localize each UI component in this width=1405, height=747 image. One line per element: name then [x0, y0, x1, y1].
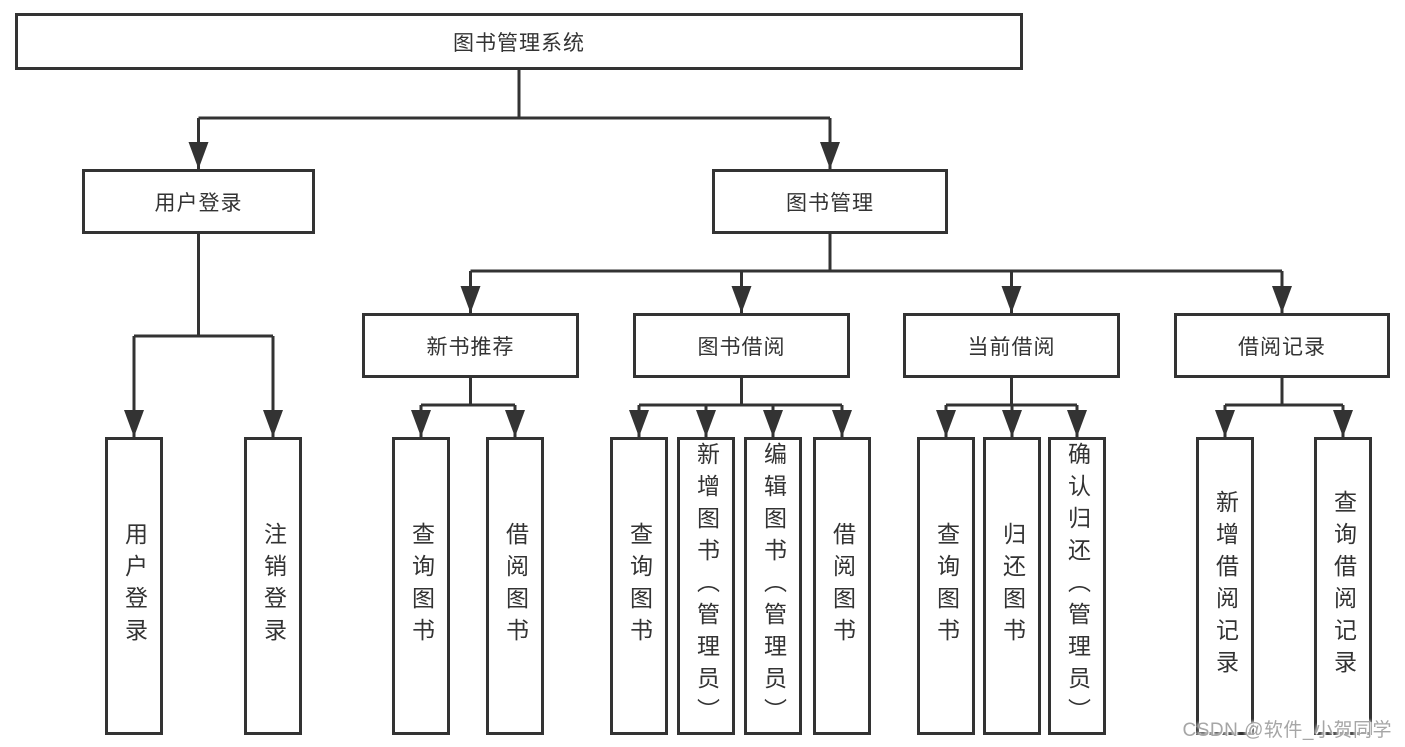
leaf-edit-books-admin: 编辑图书（管理员）: [744, 437, 802, 735]
arrowhead: [832, 410, 852, 437]
leaf-return-books: 归还图书: [983, 437, 1041, 735]
arrowhead: [763, 410, 783, 437]
csdn-watermark: CSDN @软件_小贺同学: [1182, 720, 1392, 741]
leaf-logout: 注销登录: [244, 437, 302, 735]
node-book-borrowing: 图书借阅: [633, 313, 850, 378]
connector-group1-to-leaves: [419, 378, 517, 437]
arrowhead: [1002, 410, 1022, 437]
leaf-recommend-borrow-books: 借阅图书: [486, 437, 544, 735]
leaf-borrow-query-books: 查询图书: [610, 437, 668, 735]
leaf-add-books-admin: 新增图书（管理员）: [677, 437, 735, 735]
connector-root-to-branches: [197, 70, 832, 169]
leaf-query-borrow-record: 查询借阅记录: [1314, 437, 1372, 735]
arrowhead: [820, 142, 840, 169]
node-borrowing-records: 借阅记录: [1174, 313, 1390, 378]
connector-login-to-leaves: [132, 234, 275, 437]
arrowhead: [1067, 410, 1087, 437]
connector-group2-to-leaves: [637, 378, 844, 437]
arrowhead: [460, 286, 481, 313]
arrowhead: [1215, 410, 1235, 437]
connector-management-to-groups: [469, 234, 1284, 313]
arrowhead: [124, 410, 144, 437]
arrowhead: [629, 410, 649, 437]
leaf-user-login: 用户登录: [105, 437, 163, 735]
arrowhead: [505, 410, 525, 437]
arrowhead: [1272, 286, 1292, 313]
leaf-add-borrow-record: 新增借阅记录: [1196, 437, 1254, 735]
arrowhead: [1001, 286, 1022, 313]
arrowhead: [1333, 410, 1353, 437]
arrowhead: [696, 410, 716, 437]
leaf-recommend-query-books: 查询图书: [392, 437, 450, 735]
leaf-confirm-return-admin: 确认归还（管理员）: [1048, 437, 1106, 735]
node-user-login-branch: 用户登录: [82, 169, 315, 234]
arrowhead: [731, 286, 752, 313]
node-root-system: 图书管理系统: [15, 13, 1023, 70]
node-new-book-recommend: 新书推荐: [362, 313, 579, 378]
leaf-current-query-books: 查询图书: [917, 437, 975, 735]
node-current-borrowing: 当前借阅: [903, 313, 1120, 378]
connector-group4-to-leaves: [1223, 378, 1345, 437]
leaf-borrow-books: 借阅图书: [813, 437, 871, 735]
arrowhead: [188, 142, 209, 169]
node-book-management-branch: 图书管理: [712, 169, 948, 234]
arrowhead: [936, 410, 956, 437]
arrowhead: [263, 410, 283, 437]
arrowhead: [411, 410, 431, 437]
